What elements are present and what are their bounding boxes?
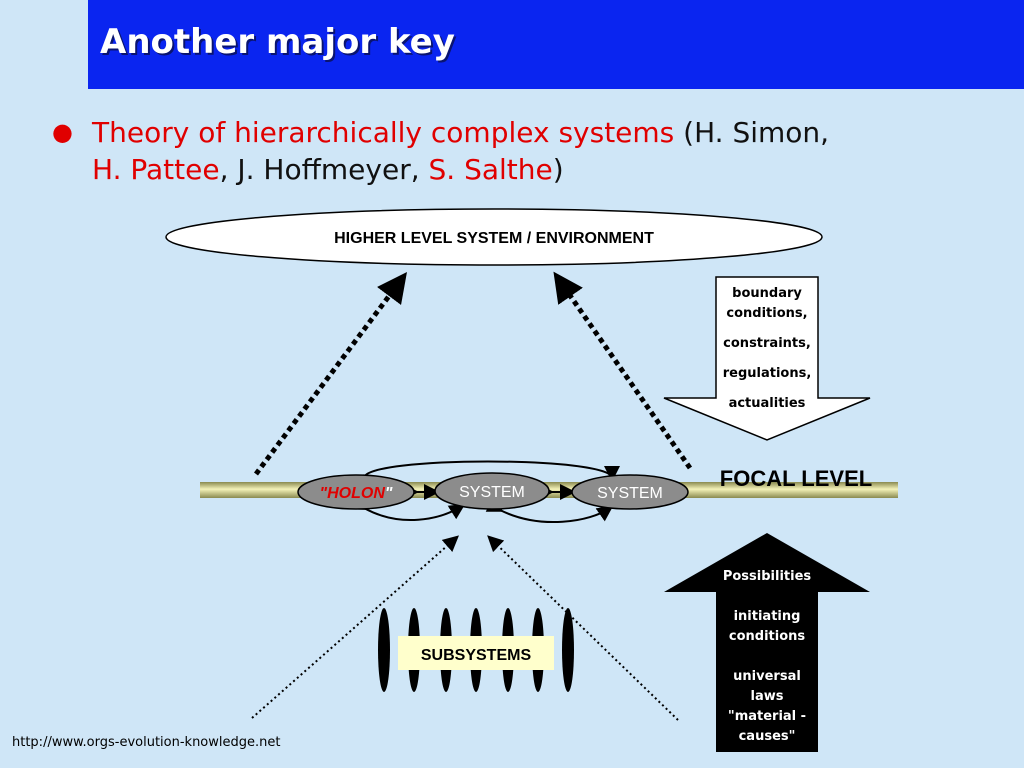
holon-quote-open: " [320,485,328,502]
holon-label: "HOLON" [320,485,393,502]
up-line-6: "material - [727,709,807,724]
system-node-2 [571,474,689,510]
up-line-1: Possibilities [722,569,812,584]
constraints-down-arrow [663,276,871,441]
simon-text: (H. Simon, [674,116,830,149]
possibilities-up-arrow [664,533,870,752]
subsystems-label: SUBSYSTEMS [421,647,532,664]
top-loop-arrow [355,460,620,491]
subsystems-box [398,636,554,670]
up-line-2: initiating [733,609,801,624]
possibilities-text: Possibilities initiating conditions univ… [716,567,818,747]
system-node-1 [434,472,550,510]
up-line-5: laws [750,689,784,704]
higher-level-label: HIGHER LEVEL SYSTEM / ENVIRONMENT [334,230,654,247]
bottom-left-arrow [349,495,466,521]
holon-quote-close: " [385,485,393,502]
title-bar [88,0,1024,89]
constraints-text: boundary conditions, constraints, regula… [716,284,818,414]
up-line-7: causes" [738,729,796,744]
bullet-icon: ● [52,118,73,146]
salthe-text: S. Salthe [428,153,553,186]
right-subsystem-arrow [487,535,679,721]
focal-level-label: FOCAL LEVEL [720,466,872,491]
up-line-3: conditions [728,629,806,644]
hoffmeyer-text: , J. Hoffmeyer, [219,153,429,186]
holon-node [297,474,415,510]
pattee-text: H. Pattee [92,153,220,186]
holon-word: HOLON [327,485,385,502]
up-line-4: universal [733,669,801,684]
higher-level-ellipse [165,208,823,266]
down-line-5: actualities [728,396,806,411]
theory-text: Theory of hierarchically complex systems [92,116,675,149]
system-1-label: SYSTEM [459,484,525,501]
subsystem-ellipse [562,608,574,692]
down-line-3: constraints, [723,336,811,351]
down-line-2: conditions, [726,306,808,321]
down-line-1: boundary [732,286,802,301]
system-2-label: SYSTEM [597,485,663,502]
left-emergence-arrow [253,271,407,476]
bullet-text: Theory of hierarchically complex systems… [92,114,992,188]
down-line-4: regulations, [722,366,812,381]
right-emergence-arrow [553,271,693,470]
footer-url: http://www.orgs-evolution-knowledge.net [12,735,281,750]
closing-paren: ) [552,153,564,186]
bottom-right-arrow [485,497,614,523]
left-subsystem-arrow [251,535,459,719]
slide-title: Another major key [100,22,455,62]
subsystem-ellipse [378,608,390,692]
